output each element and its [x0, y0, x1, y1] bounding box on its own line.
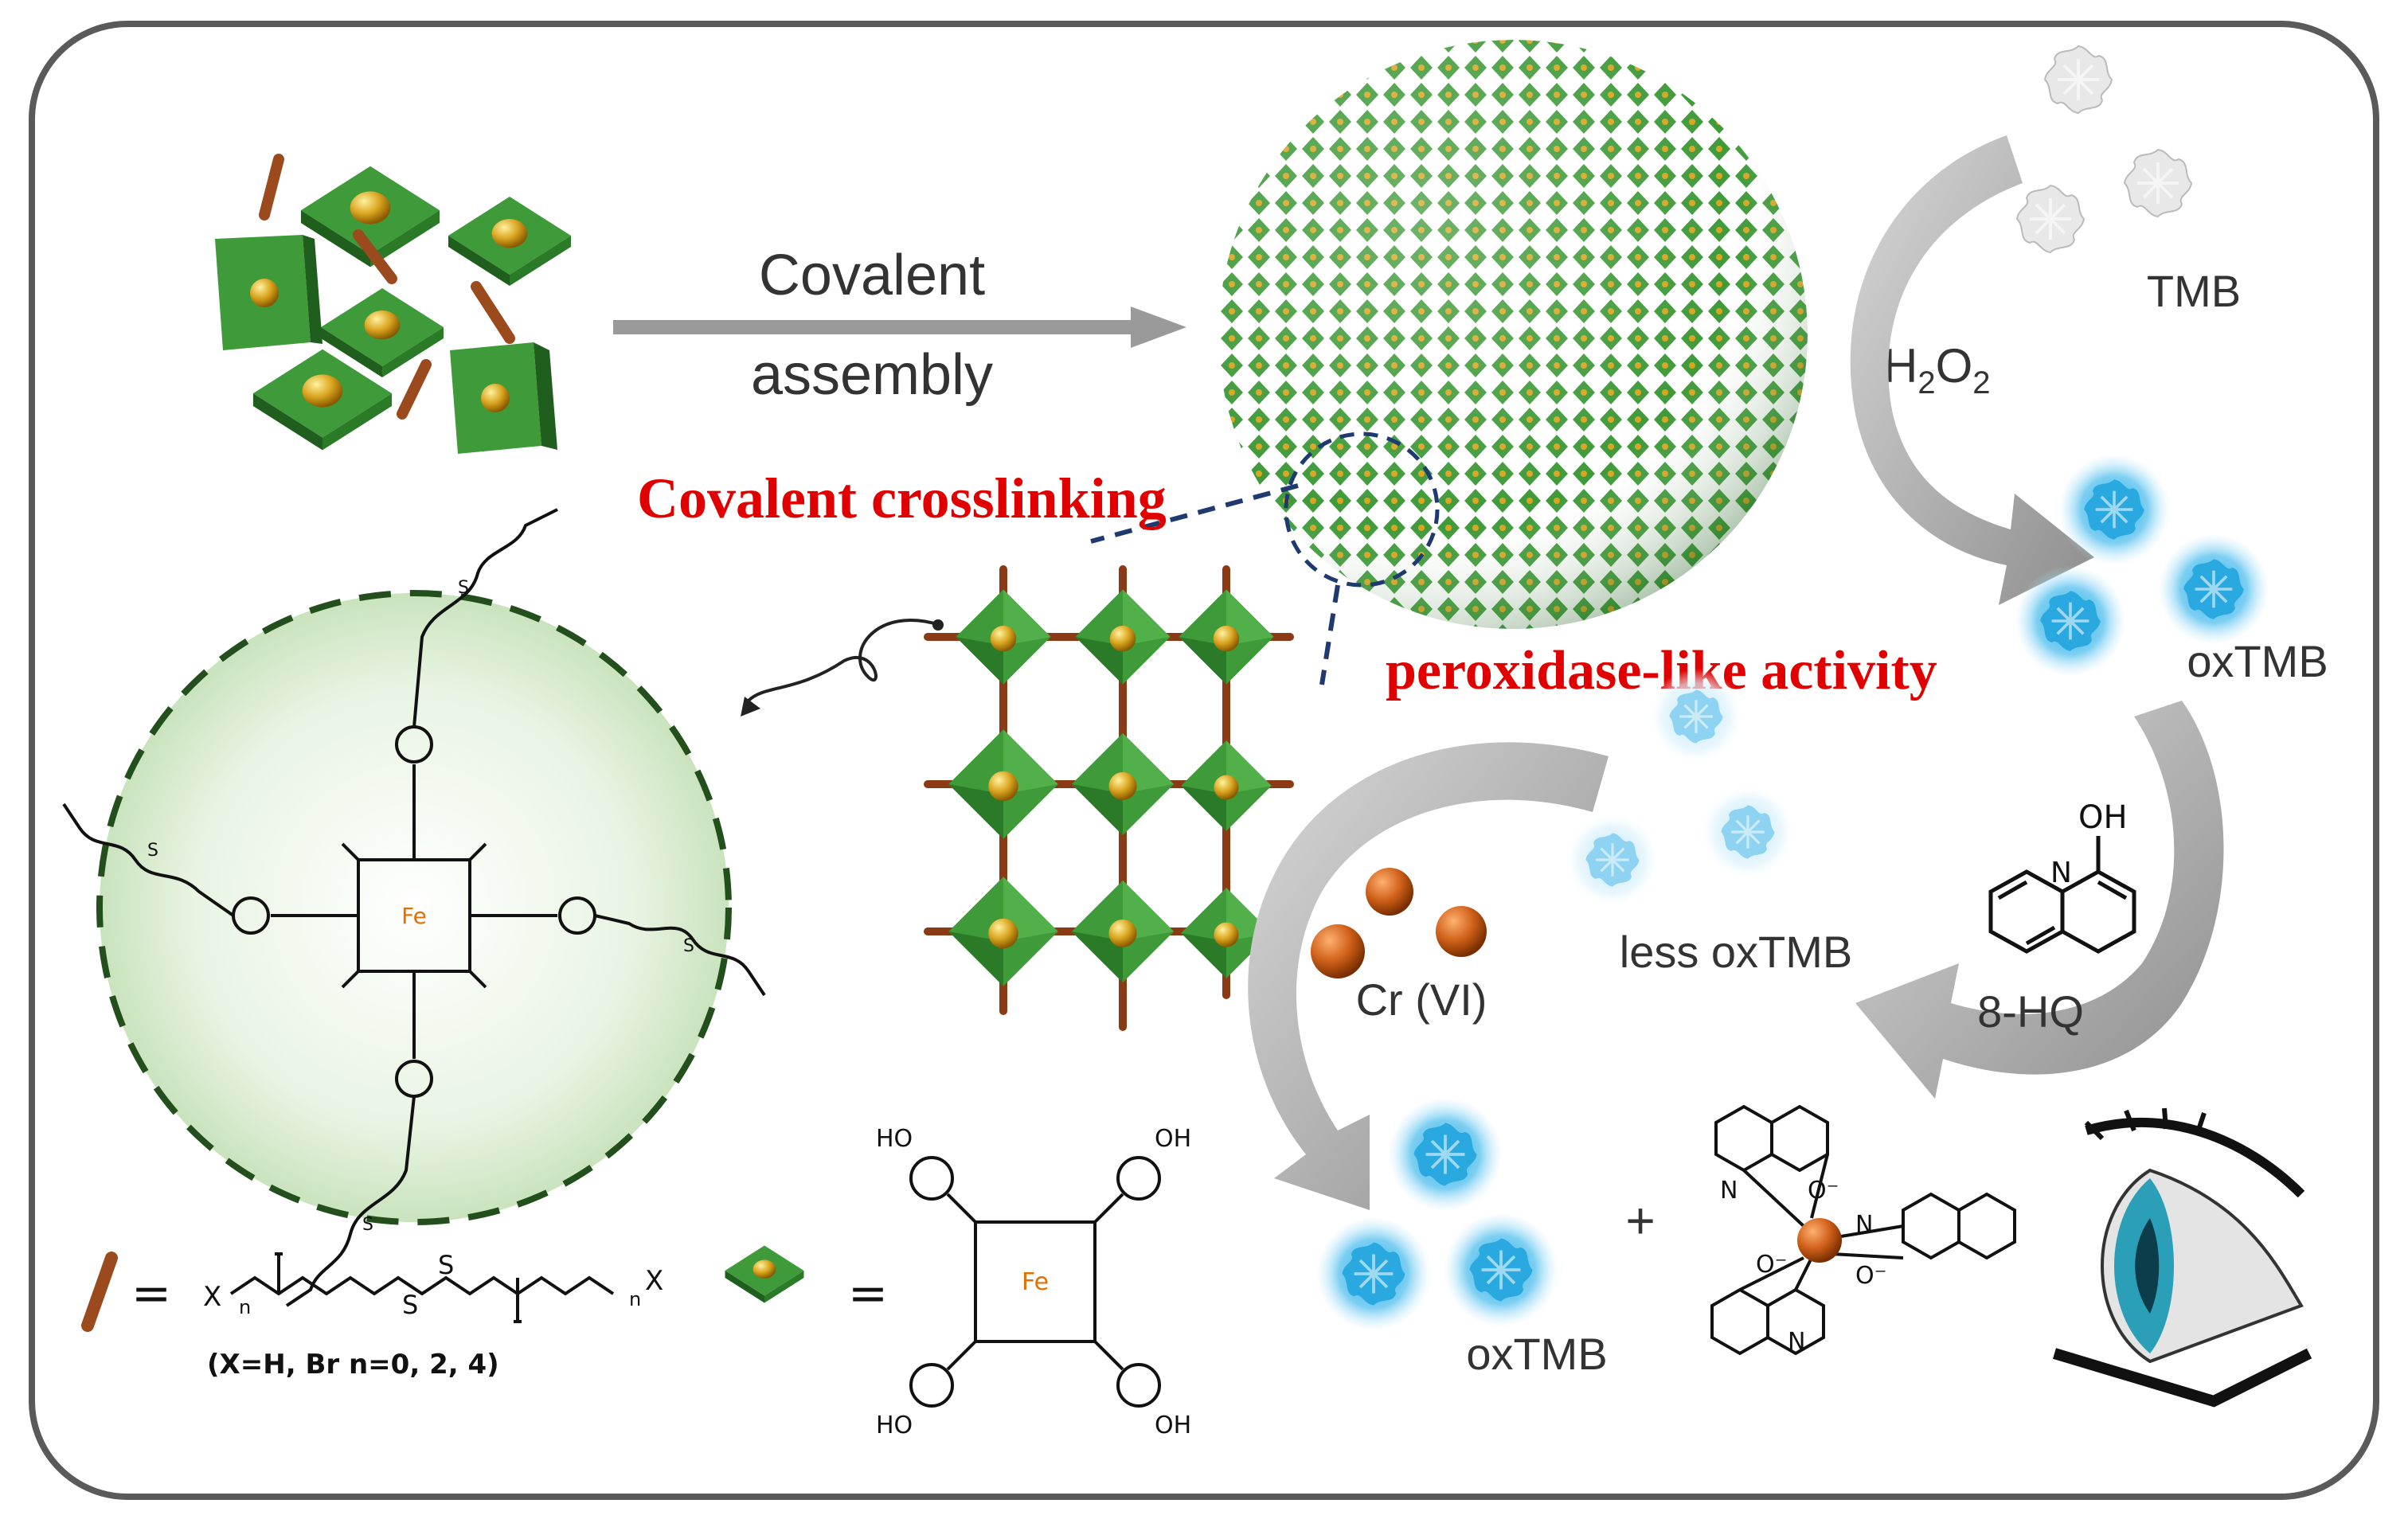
s-label: S	[362, 1215, 373, 1235]
complex-n-label: N	[1855, 1211, 1873, 1239]
eye-icon	[2052, 1107, 2312, 1408]
s-label: S	[683, 936, 694, 956]
complex-n-label: N	[1720, 1177, 1738, 1205]
complex-o-label: O⁻	[1855, 1262, 1886, 1290]
linker-n-right: n	[629, 1288, 641, 1310]
hq-complex-icon	[1710, 1104, 2016, 1356]
oxtmb-top-label: oxTMB	[2187, 636, 2328, 686]
complex-n-label: N	[1788, 1328, 1805, 1356]
cr-vi-label: Cr (VI)	[1356, 974, 1487, 1025]
oxtmb-bottom-group	[1316, 1097, 1558, 1331]
chromium-particle-icon	[1311, 924, 1365, 978]
h2o2-label: H2O2	[1883, 339, 1991, 400]
linker-conditions: (X=H, Br n=0, 2, 4)	[207, 1349, 499, 1380]
molecule-zoom-circle: Fe S S S S	[62, 508, 766, 1307]
framework-grid	[924, 565, 1294, 1031]
linker-s1: S	[402, 1290, 418, 1320]
less-oxtmb-label: less oxTMB	[1620, 927, 1853, 977]
porphyrin-oh-topright: OH	[1155, 1125, 1191, 1153]
monomer-cluster	[215, 154, 571, 454]
tmb-molecule-icon	[2015, 184, 2086, 254]
svg-text:H2O2: H2O2	[1883, 339, 1991, 400]
assembly-label: assembly	[751, 343, 993, 407]
oxtmb-bottom-label: oxTMB	[1466, 1329, 1607, 1379]
covalent-label: Covalent	[759, 244, 985, 307]
linker-legend: = X n S S X n (X=H, Br n=0, 2, 4)	[81, 1250, 663, 1380]
less-oxtmb-group	[1565, 669, 1796, 908]
cr-particles	[1311, 868, 1487, 978]
porphyrin-legend: = Fe HO OH HO OH	[725, 1125, 1191, 1439]
covalent-crosslinking-label: Covalent crosslinking	[637, 467, 1167, 530]
cof-sphere-icon	[1218, 40, 1808, 629]
porphyrin-oh-bottomleft: HO	[876, 1412, 913, 1439]
linker-n-left: n	[239, 1296, 251, 1318]
linker-rod-icon	[259, 154, 515, 420]
porphyrin-sheet-icon	[215, 235, 322, 350]
linker-x-left: X	[203, 1281, 221, 1313]
s-label: S	[458, 578, 469, 598]
hq-arrow	[1855, 701, 2224, 1099]
porphyrin-oh-topleft: HO	[876, 1125, 913, 1153]
curly-arrow	[747, 619, 940, 702]
hq-oh-label: OH	[2078, 799, 2128, 836]
chromium-particle-icon	[1436, 906, 1487, 957]
tmb-molecule-icon	[2123, 148, 2193, 218]
hq-molecule	[1988, 836, 2136, 954]
linker-rod-icon	[81, 1252, 118, 1332]
porphyrin-oh-bottomright: OH	[1155, 1412, 1191, 1439]
cr-arrow	[1248, 742, 1609, 1210]
covalent-assembly-arrow	[613, 307, 1186, 348]
complex-o-label: O⁻	[1756, 1251, 1787, 1279]
tmb-molecule-icon	[2043, 45, 2113, 115]
chromium-center-icon	[1797, 1218, 1842, 1263]
plus-sign: +	[1625, 1192, 1655, 1249]
tmb-label: TMB	[2147, 266, 2241, 316]
linker-s2: S	[438, 1250, 454, 1280]
linker-x-right: X	[645, 1265, 663, 1297]
zoom-guide-lines	[1090, 483, 1340, 685]
porphyrin-equals: =	[848, 1266, 888, 1322]
oxtmb-top-group	[2015, 454, 2269, 677]
h2o2-arrow	[1850, 135, 2094, 605]
s-label: S	[147, 841, 158, 861]
chromium-particle-icon	[1366, 868, 1413, 916]
eight-hq-label: 8-HQ	[1977, 986, 2084, 1037]
hq-n-label: N	[2050, 857, 2072, 889]
porphyrin-sheet-icon	[450, 342, 557, 454]
fe-label: Fe	[401, 903, 427, 929]
linker-equals: =	[131, 1266, 171, 1322]
porphyrin-fe: Fe	[1022, 1268, 1049, 1296]
complex-o-label: O⁻	[1808, 1177, 1839, 1205]
porphyrin-core	[62, 508, 766, 1307]
zoom-region	[1284, 432, 1440, 588]
